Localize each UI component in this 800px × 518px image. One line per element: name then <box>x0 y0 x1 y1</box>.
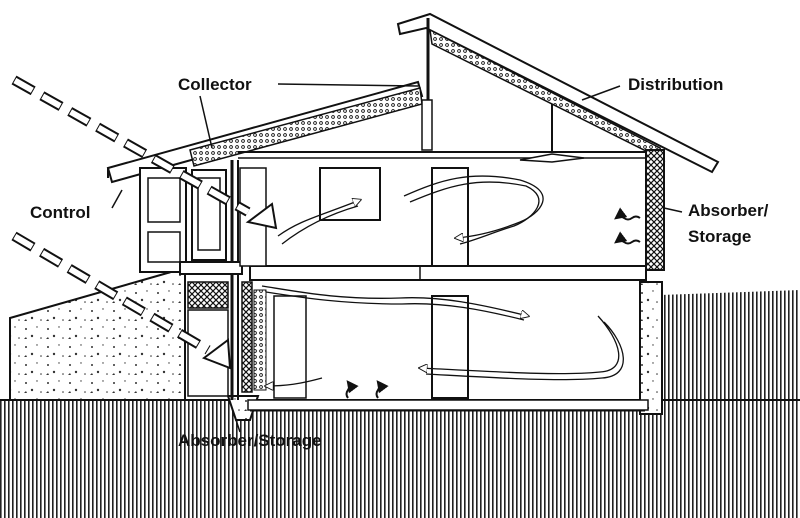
ground-section <box>0 266 800 518</box>
radiant-heat-arrows <box>345 207 641 399</box>
label-distribution: Distribution <box>628 75 723 94</box>
label-absorber-storage-right-1: Absorber/ <box>688 201 769 220</box>
roof-right <box>396 12 720 174</box>
sun-ray-upper <box>11 75 278 230</box>
airflow-lower <box>261 285 624 386</box>
sun-ray-lower <box>11 231 232 370</box>
airflow-upper <box>277 175 544 245</box>
foundation <box>226 281 663 421</box>
house-structure <box>139 99 665 400</box>
label-collector: Collector <box>178 75 252 94</box>
label-absorber-storage-right-2: Storage <box>688 227 751 246</box>
label-control: Control <box>30 203 90 222</box>
label-absorber-storage-bottom: Absorber/Storage <box>178 431 322 450</box>
leader-lines <box>111 83 683 433</box>
